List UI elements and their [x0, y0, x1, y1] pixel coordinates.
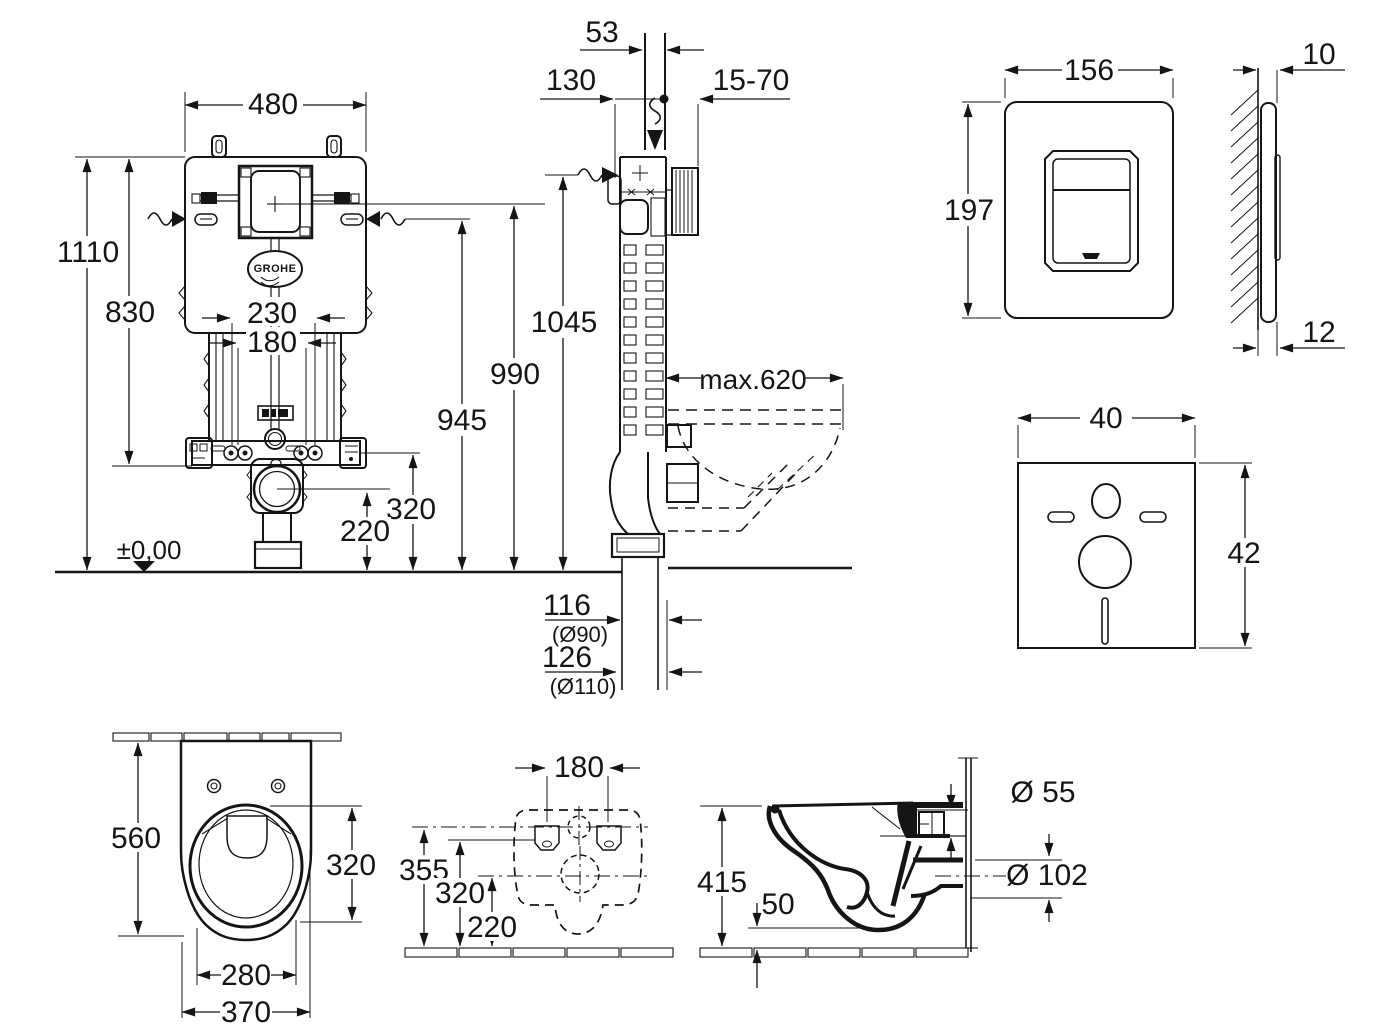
view-side-section: [607, 33, 843, 690]
view-insulation-pad: 40 42: [1017, 402, 1271, 649]
dim-rod-spacing: 230: [247, 297, 297, 330]
inspection-window: [237, 164, 314, 240]
dim-mount-220: 220: [467, 911, 517, 944]
dims-side-section: 53 130 15-70 max.620 116 (Ø90) 126 (Ø110…: [540, 16, 844, 699]
view-bowl-top: 560 320 280 370: [111, 732, 376, 1029]
dim-h1045: 1045: [531, 306, 598, 339]
wall-hatching: [1230, 89, 1259, 324]
bowl-outline: [179, 739, 313, 942]
plate-logo-mark: [1082, 253, 1100, 259]
dim-frame-width: 480: [248, 88, 298, 121]
dim-outlet-dia: Ø 102: [1006, 859, 1088, 892]
flush-button: [1044, 150, 1139, 272]
dim-max-depth: max.620: [699, 364, 806, 395]
dims-install-heights: 990 945 1045: [437, 167, 618, 571]
dim-front-offset: 130: [546, 64, 596, 97]
dim-bowl-height: 415: [697, 866, 747, 899]
water-inlet-squiggle: [648, 97, 662, 125]
dim-bowl-depth: 320: [326, 849, 376, 882]
dim-bowl-outer-width: 370: [221, 996, 271, 1029]
dim-drain-126-dia: (Ø110): [550, 674, 617, 699]
dim-frame-height-total: 1110: [57, 236, 119, 269]
reference-dot: [659, 94, 669, 104]
dim-h945: 945: [437, 404, 487, 437]
dim-wall-range: 15-70: [713, 64, 790, 97]
dim-drain-126: 126: [542, 641, 592, 674]
dim-drain-116-dia: (Ø90): [552, 622, 608, 647]
toilet-outline-dashed: [668, 409, 843, 532]
dim-h990: 990: [490, 358, 540, 391]
view-mounting-rear: 180 355 320 220: [399, 751, 674, 958]
dim-plate-depth-top: 10: [1302, 38, 1335, 71]
view-flush-plate-side: 10 12: [1230, 38, 1345, 356]
dim-bowl-length: 560: [111, 822, 161, 855]
dim-datum: ±0,00: [117, 535, 182, 565]
brand-text: GROHE: [254, 263, 297, 275]
view-flush-plate: 156 197: [942, 54, 1174, 319]
dim-bowl-gap: 50: [761, 888, 794, 921]
dim-drain-116: 116: [543, 589, 591, 622]
dim-inlet-dia: Ø 55: [1010, 776, 1075, 809]
view-bowl-side: 415 50 Ø 55 Ø 102: [697, 757, 1088, 988]
dim-pad-width: 40: [1089, 402, 1122, 435]
dim-frame-height: 830: [105, 296, 155, 329]
bowl-rear-dashed: [513, 809, 643, 935]
dim-plate-width: 156: [1064, 54, 1114, 87]
dim-pad-height: 42: [1227, 537, 1260, 570]
dim-bolt-spacing: 180: [247, 326, 297, 359]
dim-plate-height: 197: [944, 194, 994, 227]
dim-outlet-center: 220: [340, 515, 390, 548]
view-frame-front: GROHE: [147, 135, 545, 570]
dim-mount-320: 320: [435, 877, 485, 910]
dim-bowl-inner-width: 280: [221, 959, 271, 992]
bowl-section-outline: [766, 801, 966, 933]
dim-pipe-width: 53: [585, 16, 618, 49]
datum-marker: [133, 561, 155, 572]
ground-line: [55, 566, 852, 574]
dim-outlet-height: 320: [386, 493, 436, 526]
dim-hole-spacing: 180: [554, 751, 604, 784]
dims-frame-front: 480 1110 830 230 180 320 220 ±0,00: [57, 88, 437, 572]
wall-anchor: [671, 167, 699, 236]
water-supply-arrow-left: [147, 211, 186, 227]
water-supply-arrow-right: [366, 211, 470, 227]
dim-plate-depth-bottom: 12: [1302, 316, 1335, 349]
